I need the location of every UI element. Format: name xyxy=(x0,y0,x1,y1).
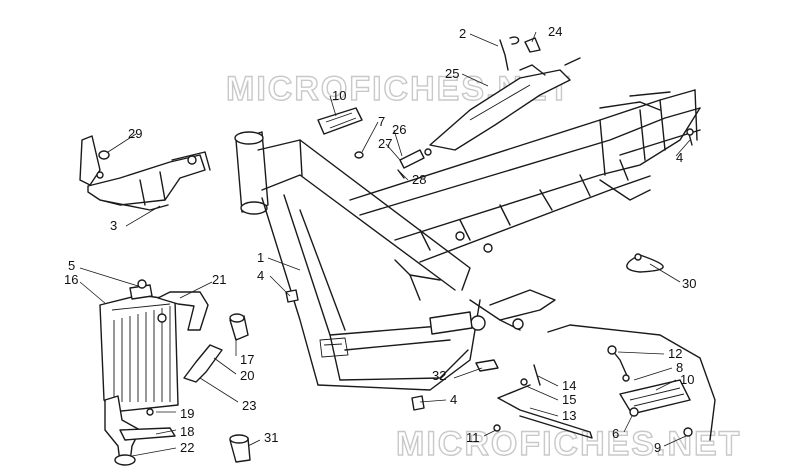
callout-25: 25 xyxy=(445,66,459,81)
callout-12: 12 xyxy=(668,346,682,361)
callout-32: 32 xyxy=(432,368,446,383)
front-bracket xyxy=(79,135,211,211)
callout-26: 26 xyxy=(392,122,406,137)
callout-24: 24 xyxy=(548,24,562,39)
callout-28: 28 xyxy=(412,172,426,187)
callout-16: 16 xyxy=(64,272,78,287)
callout-10-top: 10 xyxy=(332,88,346,103)
callout-14: 14 xyxy=(562,378,576,393)
callout-29: 29 xyxy=(128,126,142,141)
callout-labels: 2 24 25 10 29 7 26 27 28 3 4 1 4 5 16 21… xyxy=(64,24,696,455)
hoses xyxy=(104,291,249,466)
callout-10-right: 10 xyxy=(680,372,694,387)
leader-lines xyxy=(79,31,691,457)
radiator xyxy=(99,279,179,413)
callout-30: 30 xyxy=(682,276,696,291)
tank-panel xyxy=(429,36,581,151)
callout-19: 19 xyxy=(180,406,194,421)
callout-2: 2 xyxy=(459,26,466,41)
callout-3: 3 xyxy=(110,218,117,233)
callout-31: 31 xyxy=(264,430,278,445)
callout-15: 15 xyxy=(562,392,576,407)
callout-11: 11 xyxy=(466,430,480,445)
callout-27: 27 xyxy=(378,136,392,151)
callout-5: 5 xyxy=(68,258,75,273)
callout-23: 23 xyxy=(242,398,256,413)
callout-9: 9 xyxy=(654,440,661,455)
callout-4-right: 4 xyxy=(676,150,683,165)
callout-22: 22 xyxy=(180,440,194,455)
callout-18: 18 xyxy=(180,424,194,439)
callout-21: 21 xyxy=(212,272,226,287)
callout-13: 13 xyxy=(562,408,576,423)
callout-17: 17 xyxy=(240,352,254,367)
callout-20: 20 xyxy=(240,368,254,383)
callout-4-low: 4 xyxy=(450,392,457,407)
main-frame xyxy=(234,89,701,391)
callout-6: 6 xyxy=(612,426,619,441)
callout-4-mid: 4 xyxy=(257,268,264,283)
callout-1: 1 xyxy=(257,250,264,265)
small-parts xyxy=(229,107,716,463)
callout-8: 8 xyxy=(676,360,683,375)
callout-7: 7 xyxy=(378,114,385,129)
